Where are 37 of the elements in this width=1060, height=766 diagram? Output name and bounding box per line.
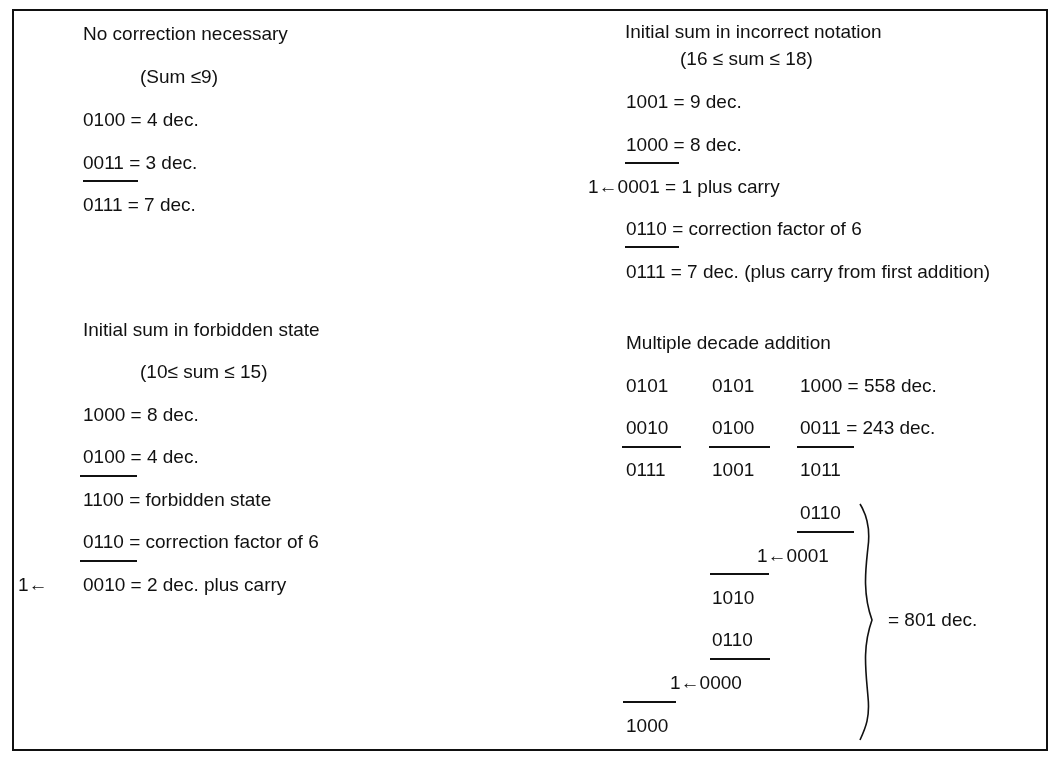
equation-text: 1←0001 = 1 plus carry [588, 176, 780, 198]
equation-text: 1100 = forbidden state [83, 489, 272, 511]
binary-number: 1001 [712, 459, 755, 481]
binary-number: 1011 [800, 459, 841, 481]
binary-number: 0111 [626, 459, 666, 481]
binary-number: 0110 [712, 629, 753, 651]
equation-text: 1000 = 8 dec. [83, 404, 199, 426]
heading-text: Initial sum in forbidden state [83, 319, 320, 341]
carry-text: 1←0000 [670, 672, 742, 694]
condition-text: (Sum ≤9) [140, 66, 218, 88]
binary-number: 0010 [626, 417, 669, 439]
binary-number: 0100 [712, 417, 755, 439]
binary-number: 0110 [800, 502, 841, 524]
binary-number: 0101 [712, 375, 755, 397]
equation-text: 1001 = 9 dec. [626, 91, 742, 113]
equation-text: 0010 = 2 dec. plus carry [83, 574, 287, 596]
condition-text: (10≤ sum ≤ 15) [140, 361, 268, 383]
equation-text: 0111 = 7 dec. [83, 194, 196, 216]
carry-text: 1← [18, 574, 48, 596]
result-text: = 801 dec. [888, 609, 978, 631]
equation-text: 0100 = 4 dec. [83, 446, 199, 468]
binary-number: 1010 [712, 587, 755, 609]
equation-text: 0111 = 7 dec. (plus carry from first addition) [626, 261, 992, 283]
heading-text: Multiple decade addition [626, 332, 831, 354]
heading-text: No correction necessary [83, 23, 288, 45]
equation-text: 0011 = 3 dec. [83, 152, 198, 174]
equation-text: 1000 = 558 dec. [800, 375, 937, 397]
equation-text: 0011 = 243 dec. [800, 417, 936, 439]
equation-text: 0110 = correction factor of 6 [626, 218, 862, 240]
binary-number: 1000 [626, 715, 669, 737]
condition-text: (16 ≤ sum ≤ 18) [680, 48, 813, 70]
equation-text: 0110 = correction factor of 6 [83, 531, 319, 553]
heading-text: Initial sum in incorrect notation [625, 21, 882, 43]
equation-text: 1000 = 8 dec. [626, 134, 742, 156]
carry-text: 1←0001 [757, 545, 829, 567]
binary-number: 0101 [626, 375, 669, 397]
equation-text: 0100 = 4 dec. [83, 109, 199, 131]
